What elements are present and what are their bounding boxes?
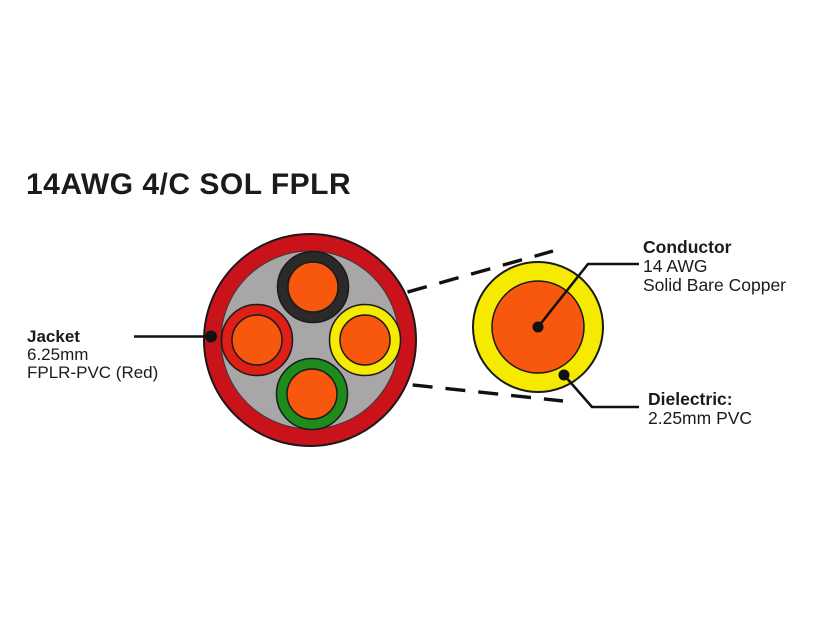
- jacket-anchor-dot: [205, 330, 217, 343]
- conductor-callout-heading: Conductor: [643, 237, 732, 257]
- conductor-leader: [532, 262, 639, 333]
- dielectric-callout-spec: 2.25mm PVC: [648, 408, 753, 428]
- conductor-yellow: [328, 303, 402, 377]
- conductor-callout-gauge: 14 AWG: [643, 256, 708, 276]
- jacket-callout-size: 6.25mm: [27, 345, 89, 364]
- conductor-callout: Conductor 14 AWG Solid Bare Copper: [643, 238, 786, 295]
- conductor-callout-material: Solid Bare Copper: [643, 275, 786, 295]
- jacket-callout-material: FPLR-PVC (Red): [27, 363, 159, 382]
- cable-cross-section: [203, 233, 417, 447]
- conductor-anchor-dot: [532, 321, 544, 333]
- page-title: 14AWG 4/C SOL FPLR: [26, 168, 352, 201]
- conductor-yellow-copper-core: [339, 314, 391, 366]
- conductor-red-copper-core: [231, 314, 283, 366]
- conductor-green: [275, 357, 349, 431]
- dielectric-callout-heading: Dielectric:: [648, 389, 733, 409]
- dielectric-callout: Dielectric: 2.25mm PVC: [648, 390, 752, 428]
- jacket-leader: [134, 330, 217, 343]
- dielectric-leader-line: [563, 374, 639, 409]
- conductor-green-copper-core: [286, 368, 338, 420]
- jacket-callout: Jacket 6.25mm FPLR-PVC (Red): [27, 328, 158, 382]
- dielectric-leader: [558, 369, 639, 409]
- dielectric-anchor-dot: [558, 369, 570, 381]
- conductor-black: [276, 250, 350, 324]
- jacket-callout-heading: Jacket: [27, 327, 80, 346]
- conductor-leader-line: [536, 262, 639, 328]
- conductor-black-copper-core: [287, 261, 339, 313]
- conductor-red: [220, 303, 294, 377]
